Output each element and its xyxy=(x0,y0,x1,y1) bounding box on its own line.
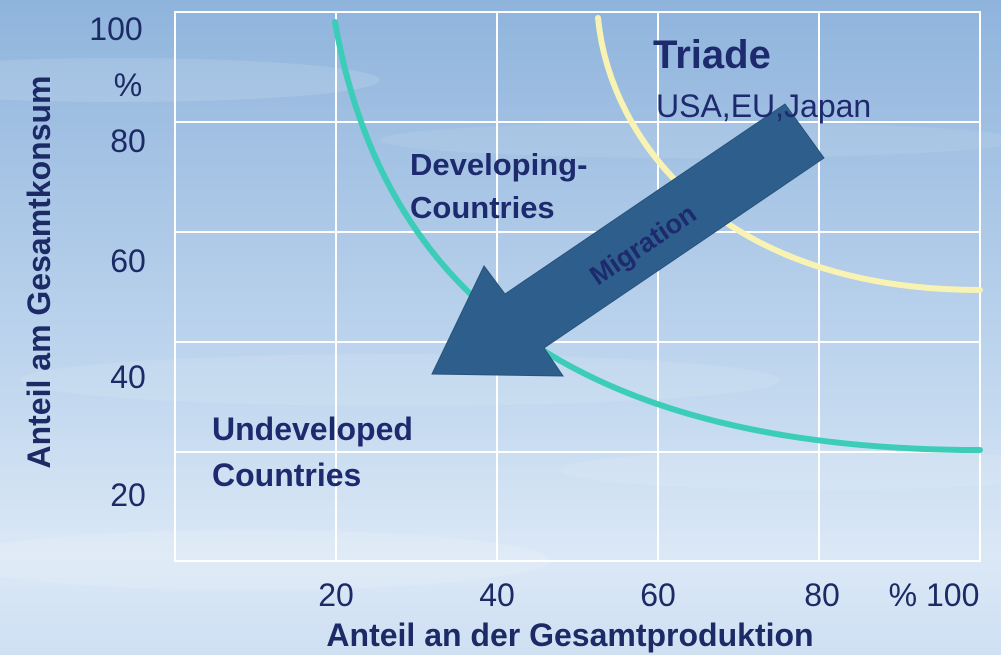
x-axis-title: Anteil an der Gesamtproduktion xyxy=(326,617,813,653)
migration-arrow xyxy=(431,103,825,377)
triade-title: Triade xyxy=(653,33,771,77)
triade-subtitle: USA,EU,Japan xyxy=(656,88,871,124)
x-tick-40: 40 xyxy=(479,577,515,613)
x-tick-100: % 100 xyxy=(889,577,980,613)
y-tick-20: 20 xyxy=(110,477,146,513)
developing-label-line1: Developing- xyxy=(410,147,587,182)
x-tick-20: 20 xyxy=(318,577,354,613)
y-axis-title: Anteil am Gesamtkonsum xyxy=(21,76,57,469)
x-tick-60: 60 xyxy=(640,577,676,613)
y-tick-60: 60 xyxy=(110,243,146,279)
y-axis-ticks: 100 % 80 60 40 20 xyxy=(89,11,145,513)
y-tick-percent: % xyxy=(114,67,142,103)
developing-label-line2: Countries xyxy=(410,190,555,225)
x-axis-ticks: 20 40 60 80 % 100 xyxy=(318,577,979,613)
grid-frame xyxy=(174,11,981,562)
y-tick-80: 80 xyxy=(110,123,146,159)
undeveloped-label-line1: Undeveloped xyxy=(212,411,413,447)
x-tick-80: 80 xyxy=(804,577,840,613)
y-tick-40: 40 xyxy=(110,359,146,395)
undeveloped-label-line2: Countries xyxy=(212,457,361,493)
y-tick-100: 100 xyxy=(89,11,142,47)
background-clouds xyxy=(0,58,1001,590)
